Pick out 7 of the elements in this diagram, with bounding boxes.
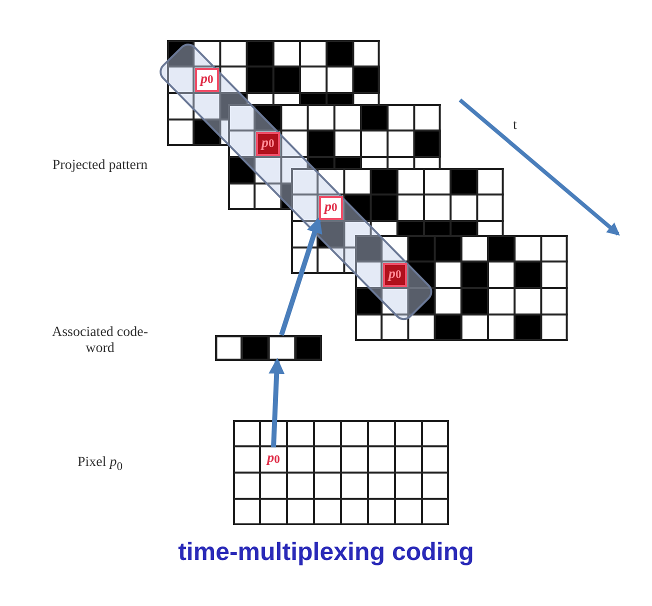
arrow: [279, 216, 322, 336]
text-label: t: [512, 118, 518, 134]
text-label: Associated code-word: [50, 325, 150, 358]
text-label: Projected pattern: [51, 158, 149, 174]
text-label: Pixel p$_{0}$: [76, 455, 124, 474]
arrow: [268, 358, 285, 448]
title: time-multiplexing coding: [177, 538, 475, 567]
